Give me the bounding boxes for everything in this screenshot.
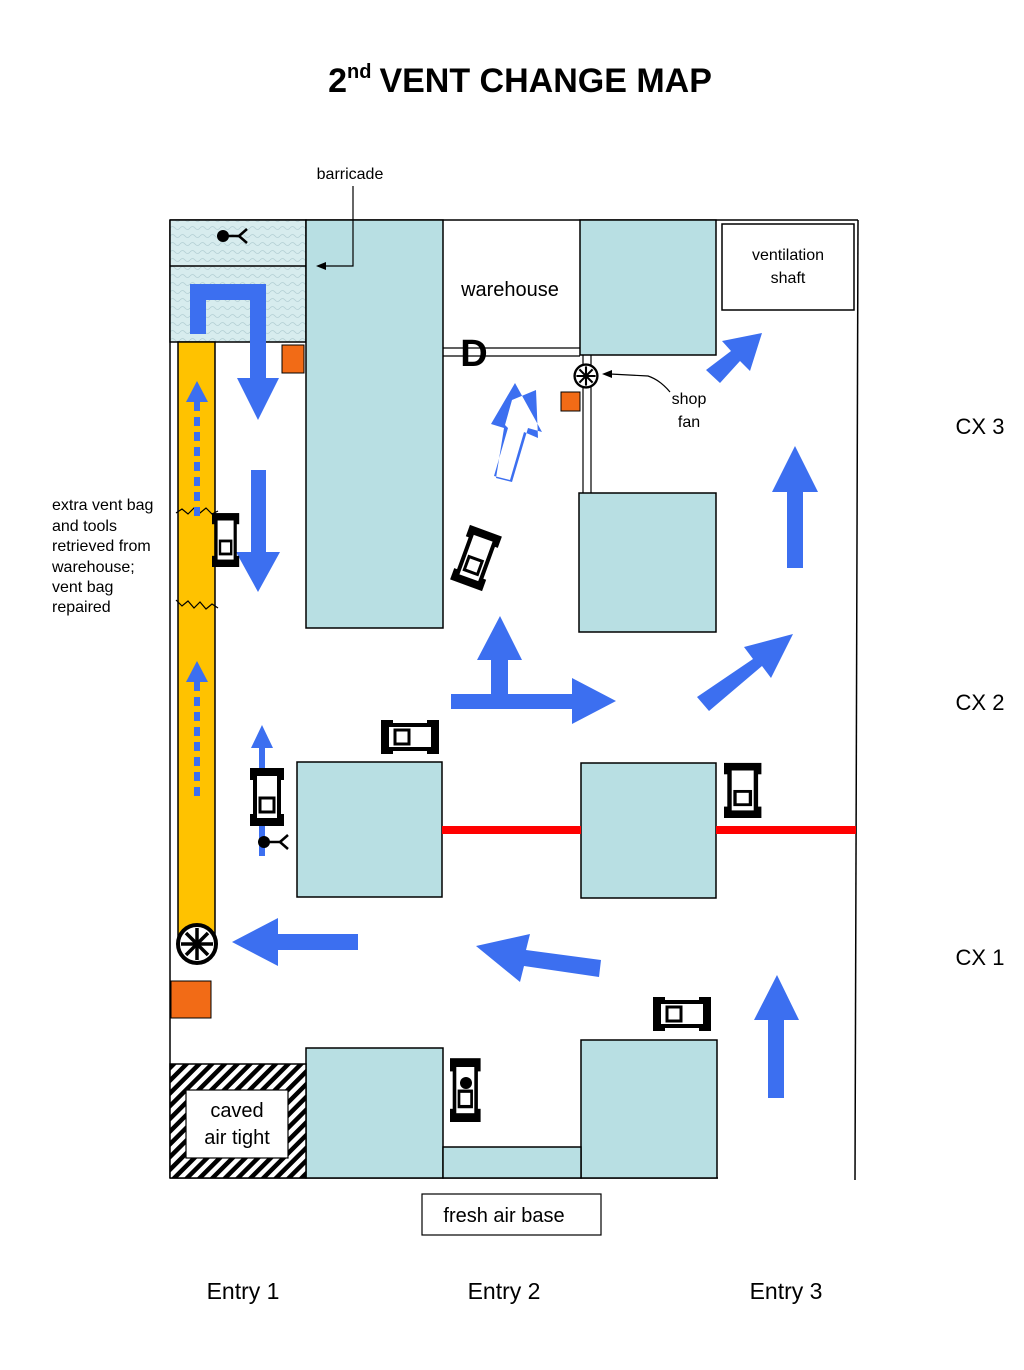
shop-fan-icon	[573, 363, 599, 389]
fresh-air-base-label: fresh air base	[443, 1205, 564, 1227]
airflow-arrow-up-2	[754, 975, 799, 1098]
airflow-arrow-up-1	[772, 446, 818, 568]
airflow-arrow-diag-1	[491, 383, 542, 482]
shop-fan-leader	[609, 373, 671, 393]
ventilation-shaft	[721, 223, 855, 311]
shop-fan-label-1: shop	[672, 391, 707, 408]
pillar-a	[305, 219, 444, 629]
airflow-arrow-left-2	[476, 934, 601, 982]
shop-fan-label-2: fan	[678, 414, 700, 431]
vent-fan-icon	[176, 923, 218, 965]
entry-label: Entry 2	[468, 1278, 541, 1304]
airflow-arrows	[190, 284, 818, 1098]
pillar-g	[580, 1039, 718, 1179]
warehouse-label: warehouse	[460, 279, 559, 301]
airflow-arrow-t	[451, 616, 616, 724]
pillar-d	[296, 761, 443, 898]
pillar-b	[579, 219, 717, 356]
vehicle-icon	[379, 718, 441, 756]
vehicle-icon	[450, 1058, 481, 1122]
vehicle-icon	[651, 995, 713, 1033]
airflow-arrow-bent	[190, 284, 279, 420]
miner-icon	[460, 1077, 472, 1089]
note-text: extra vent bag and tools retrieved from …	[51, 497, 158, 616]
crosscut-label: CX 3	[956, 414, 1005, 439]
entry-label: Entry 1	[207, 1278, 280, 1304]
door-marker: D	[460, 333, 487, 375]
pillar-f	[305, 1047, 444, 1179]
barricade-label: barricade	[317, 166, 384, 183]
airflow-arrow-diag-3	[697, 634, 793, 711]
barricade-leader	[322, 186, 354, 267]
airflow-arrow-down	[236, 470, 280, 592]
vehicle-icon	[724, 763, 761, 818]
fresh-air-base	[421, 1193, 602, 1236]
vehicle-icon	[248, 766, 286, 828]
tubing-airflow	[186, 381, 208, 800]
pillar-connector	[442, 1146, 582, 1179]
pillar-c	[578, 492, 717, 633]
vehicle-icon	[448, 522, 504, 594]
brattice-marker-bottom	[170, 980, 212, 1019]
vehicle-icon	[210, 511, 242, 569]
caved-label-1: caved	[210, 1100, 263, 1122]
ventilation-shaft-label-1: ventilation	[752, 247, 824, 264]
entry-label: Entry 3	[750, 1278, 823, 1304]
vent-tubing	[175, 341, 219, 947]
airflow-arrow-diag-2	[706, 333, 762, 383]
airflow-arrow-left-1	[232, 918, 358, 966]
ventilation-shaft-label-2: shaft	[771, 270, 806, 287]
pillar-e	[580, 762, 717, 899]
miner-icon	[256, 833, 290, 851]
brattice-marker-top	[281, 344, 305, 374]
pillars	[296, 219, 718, 1179]
caved-label-2: air tight	[204, 1127, 270, 1149]
crosscut-label: CX 1	[956, 945, 1005, 970]
brattice-marker	[560, 391, 581, 412]
crosscut-label: CX 2	[956, 690, 1005, 715]
